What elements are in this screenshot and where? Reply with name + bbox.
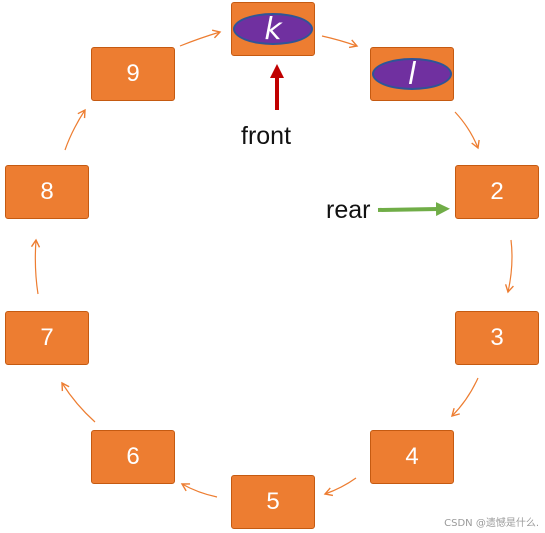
arrow-l-to-2 bbox=[454, 111, 480, 150]
arrow-7-to-8 bbox=[30, 238, 41, 295]
csdn-watermark: CSDN @遗憾是什么. bbox=[444, 518, 539, 529]
slot-label-3: 3 bbox=[490, 324, 504, 351]
queue-slot-k: k bbox=[231, 2, 315, 56]
rear-pointer-arrow bbox=[377, 202, 450, 217]
slot-label-5: 5 bbox=[266, 488, 280, 515]
queue-slot-2: 2 bbox=[455, 165, 539, 219]
arrow-9-to-k bbox=[179, 29, 222, 47]
queue-slot-3: 3 bbox=[455, 311, 539, 365]
queue-slot-8: 8 bbox=[5, 165, 89, 219]
slot-label-4: 4 bbox=[405, 443, 419, 470]
arrow-3-to-4 bbox=[451, 377, 479, 417]
front-label: front bbox=[241, 122, 292, 150]
queue-element-l: l bbox=[372, 56, 452, 92]
queue-slot-7: 7 bbox=[5, 311, 89, 365]
slot-label-6: 6 bbox=[126, 443, 140, 470]
arrow-k-to-l bbox=[321, 35, 359, 49]
arrow-6-to-7 bbox=[61, 381, 96, 423]
rear-label: rear bbox=[326, 196, 371, 224]
queue-element-k: k bbox=[233, 11, 313, 47]
queue-slot-4: 4 bbox=[370, 430, 454, 484]
arrow-4-to-5 bbox=[323, 477, 357, 497]
arrow-8-to-9 bbox=[64, 108, 86, 151]
queue-slot-9: 9 bbox=[91, 47, 175, 101]
slot-label-2: 2 bbox=[490, 178, 504, 205]
slot-label-7: 7 bbox=[40, 324, 54, 351]
slot-label-9: 9 bbox=[126, 60, 140, 87]
arrow-5-to-6 bbox=[180, 483, 218, 498]
slot-label-8: 8 bbox=[40, 178, 54, 205]
arrow-2-to-3 bbox=[504, 239, 514, 294]
queue-slot-5: 5 bbox=[231, 475, 315, 529]
element-label-l: l bbox=[407, 56, 417, 92]
element-label-k: k bbox=[264, 11, 282, 47]
queue-slot-6: 6 bbox=[91, 430, 175, 484]
queue-slot-l: l bbox=[370, 47, 454, 101]
